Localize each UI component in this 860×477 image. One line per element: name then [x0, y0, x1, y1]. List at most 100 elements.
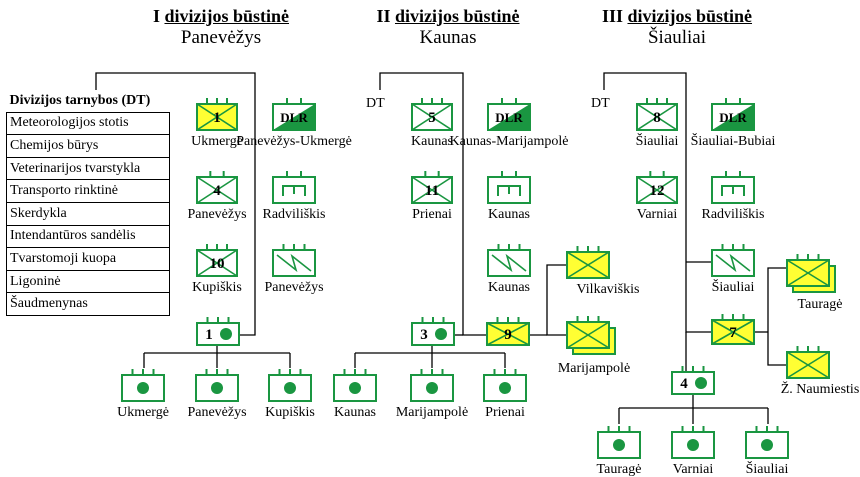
unit-label: Tauragė	[798, 297, 843, 312]
division-3-city: Šiauliai	[647, 27, 707, 48]
division-2-number: II	[376, 6, 391, 26]
unit-battalion: Marijampolė	[396, 369, 468, 420]
division-2-city: Kaunas	[419, 27, 477, 48]
cross-line	[786, 259, 830, 287]
unit-artillery-reg: 1	[196, 317, 240, 346]
regiment-dot	[695, 377, 707, 389]
division-3-number: III	[601, 6, 623, 26]
unit-label: Varniai	[637, 207, 678, 222]
battalion-dot	[426, 382, 438, 394]
battalion-dot	[284, 382, 296, 394]
unit-number: 8	[653, 110, 661, 126]
battalion-dot	[687, 439, 699, 451]
division-2-header: II divizijos būstinė Kaunas	[328, 6, 568, 48]
unit-number: 7	[729, 325, 737, 341]
service-item: Veterinarijos tvarstykla	[6, 156, 170, 181]
unit-label: Tauragė	[597, 462, 642, 477]
unit-label: Šiauliai	[636, 132, 679, 149]
unit-label: Radviliškis	[701, 207, 764, 222]
cross-line	[411, 176, 453, 204]
cross-line	[196, 249, 238, 277]
unit-engineer: Kaunas	[487, 171, 531, 222]
unit-engineer: Radviliškis	[701, 171, 765, 222]
unit-cavalry: 7	[711, 314, 755, 345]
unit-cavalry: Ž. Naumiestis	[781, 346, 860, 397]
cross-line	[786, 351, 830, 379]
cross-line	[486, 322, 530, 346]
unit-battalion: Šiauliai	[745, 426, 789, 477]
unit-label: Varniai	[673, 462, 714, 477]
unit-box	[196, 322, 240, 346]
battalion-dot	[349, 382, 361, 394]
unit-battalion: Prienai	[483, 369, 527, 420]
artillery-fill	[712, 104, 754, 130]
unit-label: Panevėžys	[264, 280, 323, 295]
connector	[95, 72, 256, 336]
unit-number: 3	[420, 327, 428, 343]
unit-label: Ž. Naumiestis	[781, 380, 860, 397]
service-item: Ligoninė	[6, 269, 170, 294]
unit-battalion: Ukmergė	[117, 369, 169, 420]
unit-engineer: Radviliškis	[262, 171, 326, 222]
unit-box	[411, 322, 455, 346]
service-item: Šaudmenynas	[6, 292, 170, 316]
dt-label: DT	[366, 96, 385, 111]
connector	[603, 72, 712, 333]
cross-line	[196, 176, 238, 204]
unit-label: Ukmergė	[117, 405, 169, 420]
unit-label: Kupiškis	[192, 280, 242, 295]
division-1-title: divizijos būstinė	[164, 6, 290, 26]
signal-symbol	[491, 253, 527, 273]
unit-signal: Panevėžys	[264, 244, 324, 295]
cross-line	[411, 103, 453, 131]
unit-label: Kaunas-Marijampolė	[450, 134, 569, 149]
unit-artillery-reg: 4	[671, 366, 715, 395]
unit-label: Šiauliai	[746, 460, 789, 477]
unit-number: 9	[504, 327, 512, 343]
unit-battalion: Varniai	[671, 426, 715, 477]
dt-labels: DT DT	[366, 96, 610, 111]
unit-battalion: Kaunas	[333, 369, 377, 420]
unit-label: Radviliškis	[262, 207, 325, 222]
unit-label: Prienai	[412, 207, 452, 222]
unit-label: Panevėžys	[187, 207, 246, 222]
unit-box	[671, 371, 715, 395]
artillery-fill	[273, 104, 315, 130]
regiment-dot	[435, 328, 447, 340]
unit-label: Vilkaviškis	[577, 282, 640, 297]
cross-line	[566, 321, 610, 349]
unit-number: DLR	[719, 110, 747, 125]
unit-battalion: Tauragė	[597, 426, 642, 477]
services-table: Divizijos tarnybos (DT) Meteorologijos s…	[6, 90, 170, 316]
unit-label: Kupiškis	[265, 405, 315, 420]
unit-number: DLR	[280, 110, 308, 125]
unit-label: Marijampolė	[396, 405, 468, 420]
unit-label: Panevėžys	[187, 405, 246, 420]
unit-number: 1	[205, 327, 213, 343]
division-1-header: I divizijos būstinė Panevėžys	[101, 6, 341, 48]
connector	[546, 264, 567, 336]
signal-symbol	[715, 253, 751, 273]
unit-number: 4	[213, 183, 221, 199]
unit-label: Kaunas	[334, 405, 376, 420]
signal-symbol	[276, 253, 312, 273]
services-heading: Divizijos tarnybos (DT)	[6, 90, 170, 113]
unit-artillery: DLR Kaunas-Marijampolė	[450, 98, 569, 149]
dt-label: DT	[591, 96, 610, 111]
regiment-dot	[220, 328, 232, 340]
connector	[379, 72, 487, 336]
division-1-number: I	[152, 6, 160, 26]
unit-number: DLR	[495, 110, 523, 125]
battalion-dot	[613, 439, 625, 451]
cross-line	[196, 103, 238, 131]
